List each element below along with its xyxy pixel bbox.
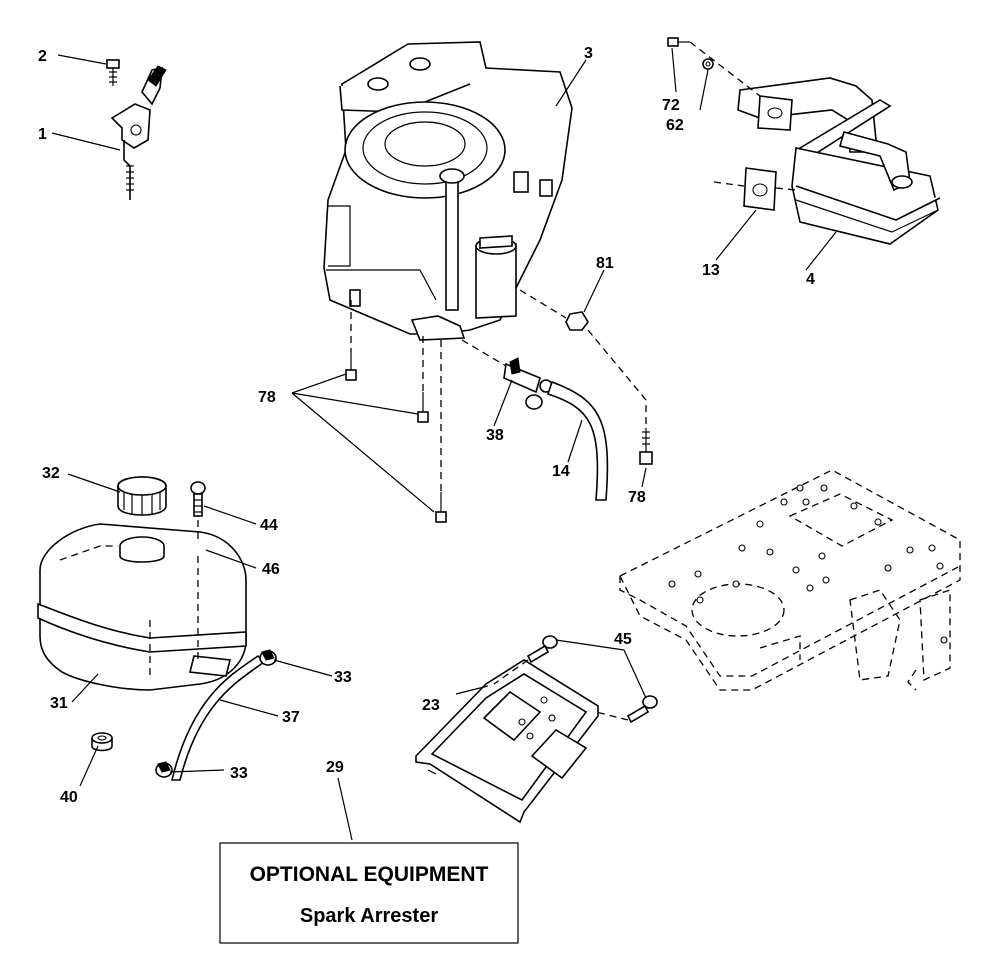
callout-46: 46 — [262, 561, 280, 578]
callout-78-left: 78 — [258, 389, 276, 406]
optional-equipment-title: OPTIONAL EQUIPMENT — [250, 863, 489, 886]
callout-32: 32 — [42, 465, 60, 482]
fuel-line-part-14 — [546, 380, 609, 501]
callout-4: 4 — [806, 271, 815, 288]
callout-37: 37 — [282, 709, 300, 726]
fuel-line-part-37 — [170, 654, 266, 781]
callout-62: 62 — [666, 117, 684, 134]
callout-labels: 2 1 3 72 62 13 4 81 78 38 14 78 32 44 46… — [38, 45, 815, 806]
washer-part-62 — [702, 58, 714, 70]
callout-29: 29 — [326, 759, 344, 776]
nut-part-81 — [565, 311, 589, 331]
callout-78-right: 78 — [628, 489, 646, 506]
callout-3: 3 — [584, 45, 593, 62]
throttle-control-part — [110, 65, 167, 200]
screw-part-72 — [667, 37, 690, 47]
callout-72: 72 — [662, 97, 680, 114]
callout-23: 23 — [422, 697, 440, 714]
bolt-part-78-right — [639, 428, 653, 465]
callout-40: 40 — [60, 789, 78, 806]
callout-31: 31 — [50, 695, 68, 712]
callout-81: 81 — [596, 255, 614, 272]
bolt-part-78-left — [345, 352, 357, 381]
fuel-valve-part-38 — [503, 357, 553, 410]
optional-equipment-subtitle: Spark Arrester — [300, 905, 438, 927]
frame-dashed — [619, 469, 961, 691]
callout-14: 14 — [552, 463, 570, 480]
screw-part-45-bottom — [626, 695, 658, 724]
clamp-part-33-top — [259, 649, 277, 666]
screw-part-45-top — [526, 635, 558, 664]
callout-44: 44 — [260, 517, 278, 534]
fuel-cap-part-32 — [117, 476, 167, 516]
callout-38: 38 — [486, 427, 504, 444]
callout-33-bottom: 33 — [230, 765, 248, 782]
bolt-part-78-middle — [417, 392, 429, 423]
screw-part-44 — [190, 481, 206, 517]
callout-45: 45 — [614, 631, 632, 648]
heat-shield-part-23 — [415, 659, 599, 824]
grommet-part-40 — [91, 732, 113, 752]
assembly-guides-engine — [350, 41, 797, 492]
callout-1: 1 — [38, 126, 47, 143]
fuel-tank-part-31 — [37, 520, 247, 691]
leader-lines — [51, 47, 837, 841]
callout-33-top: 33 — [334, 669, 352, 686]
screw-part-2 — [106, 59, 120, 86]
engine-part — [323, 41, 573, 341]
optional-equipment-box: OPTIONAL EQUIPMENT Spark Arrester — [219, 842, 519, 944]
gasket-part-13 — [743, 167, 777, 211]
bolt-part-78-bottom — [435, 492, 447, 523]
callout-2: 2 — [38, 48, 47, 65]
muffler-part — [737, 77, 941, 245]
callout-13: 13 — [702, 262, 720, 279]
assembly-guides-shield — [493, 659, 629, 721]
clamp-part-33-bottom — [155, 761, 173, 778]
